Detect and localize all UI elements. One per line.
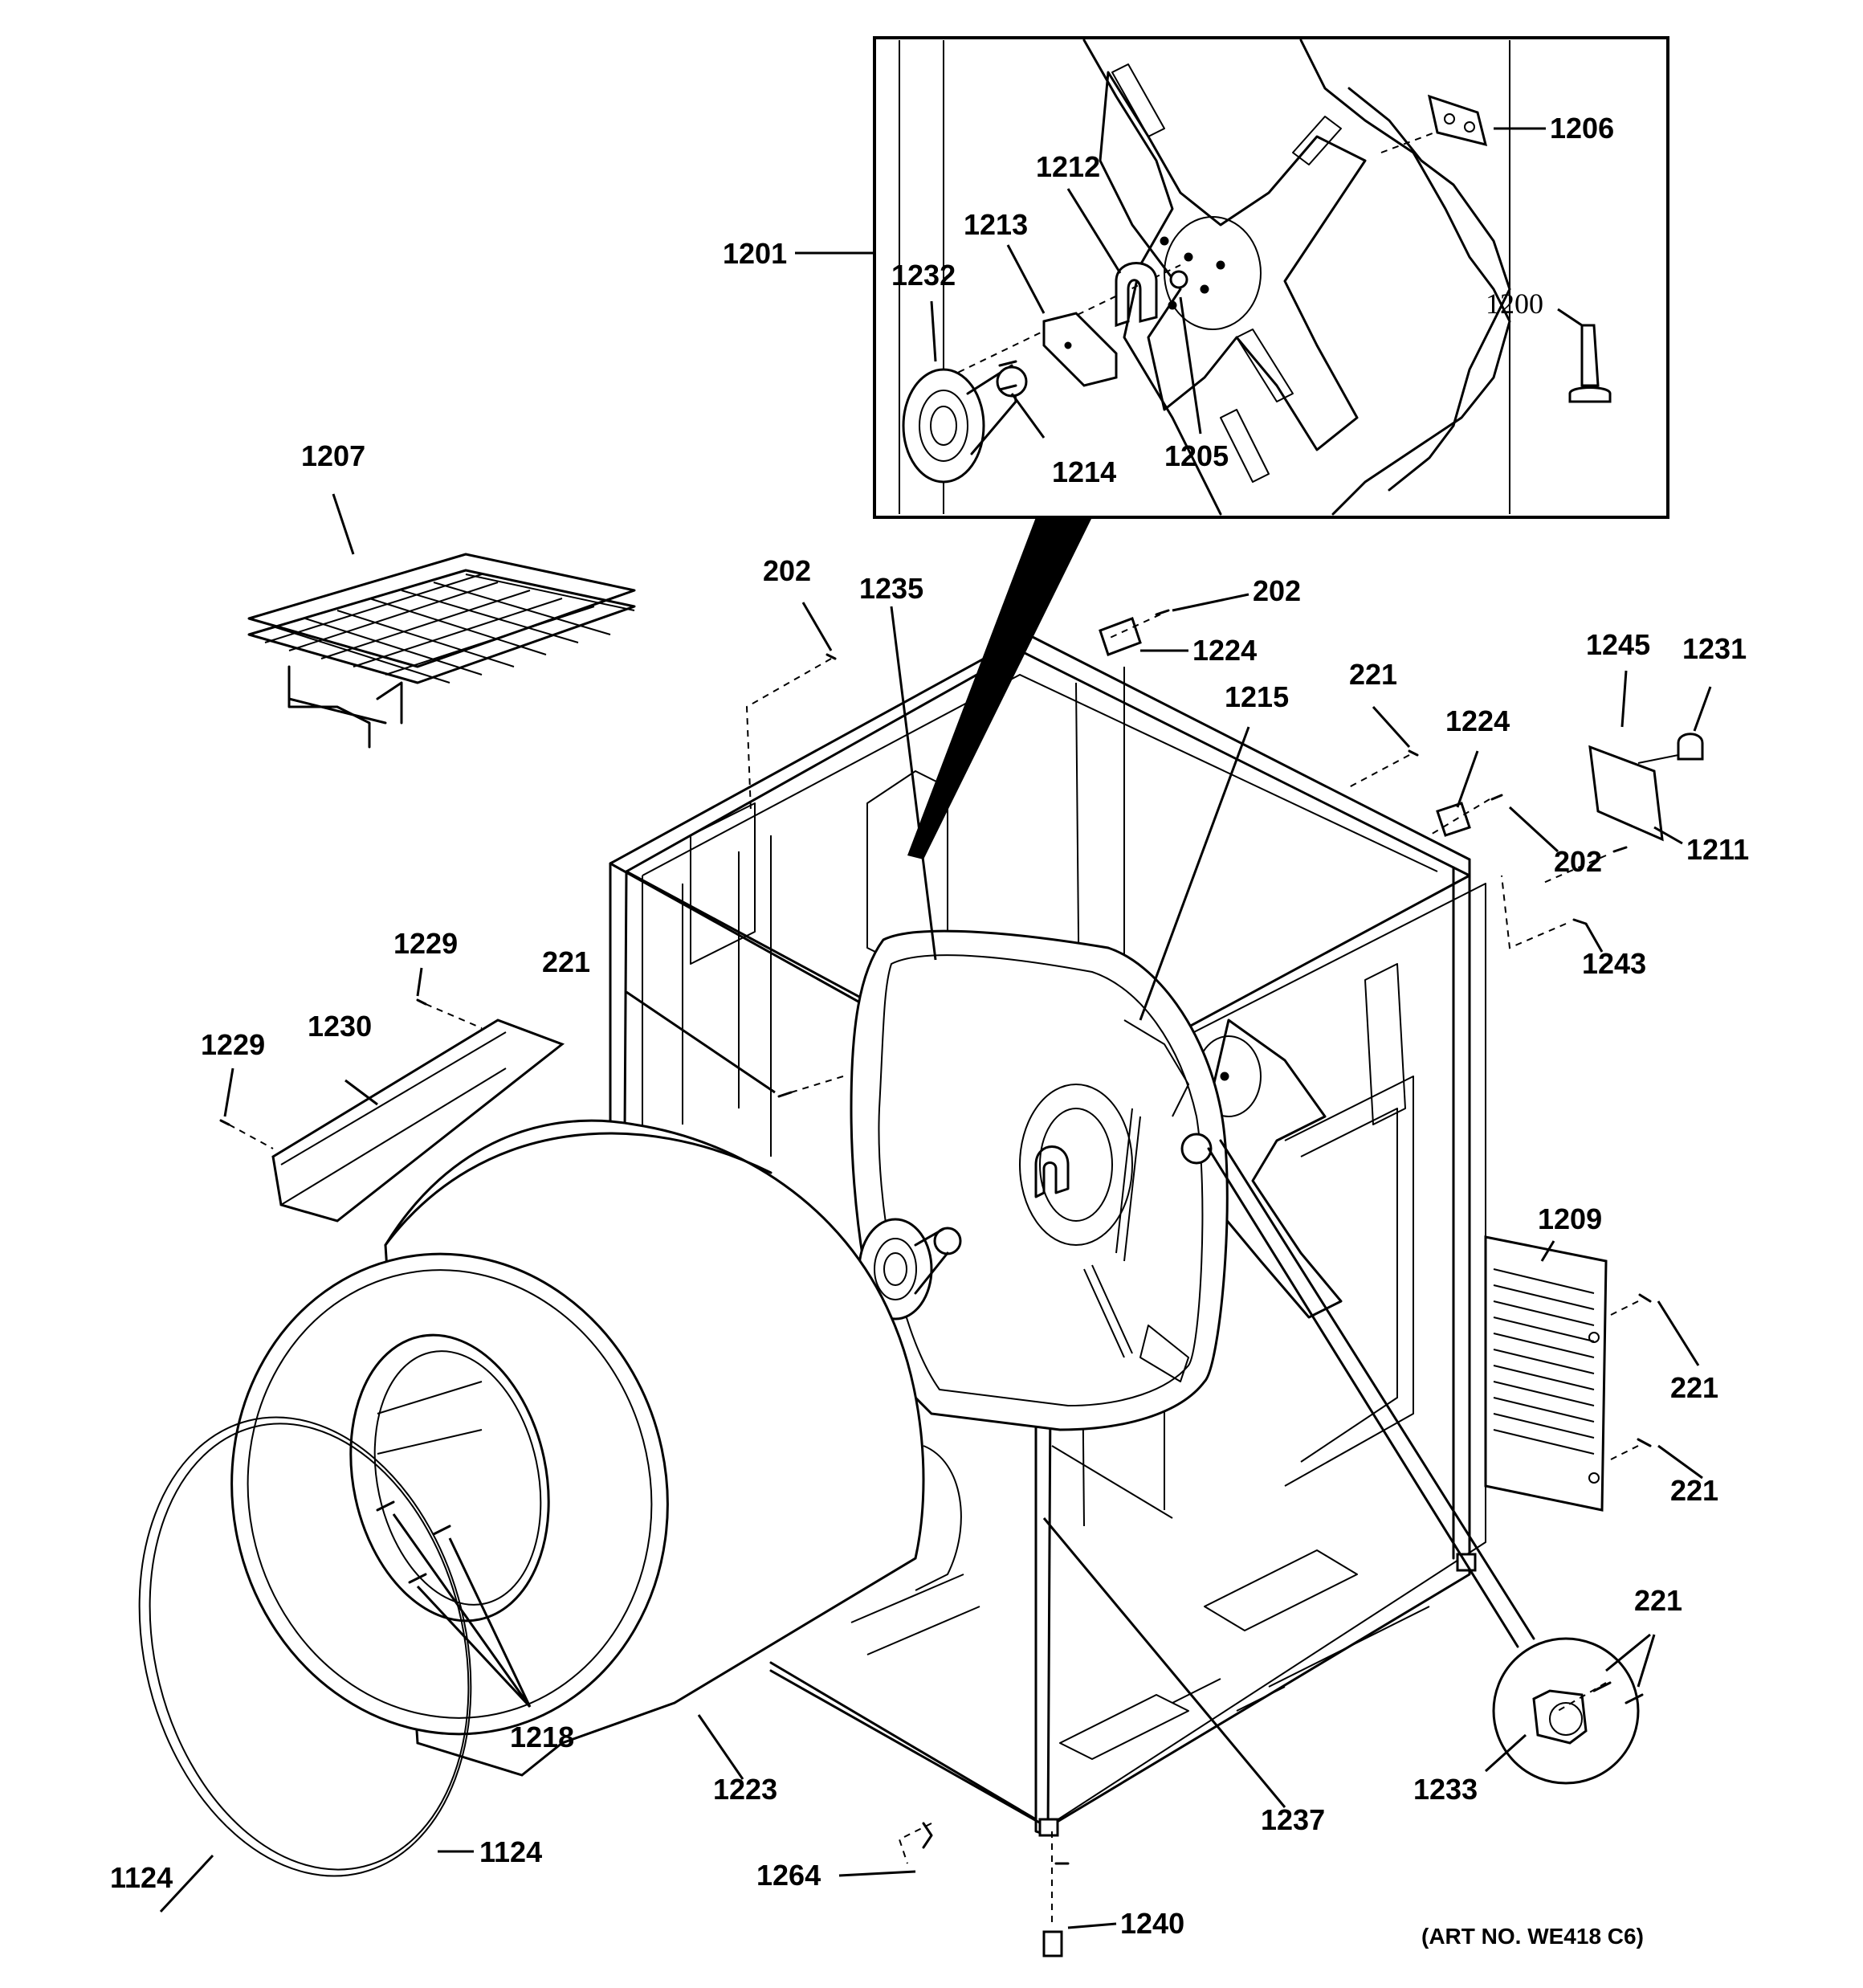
detail-callout-wedge [907,517,1092,859]
label-1231: 1231 [1682,632,1747,665]
art-number: (ART NO. WE418 C6) [1421,1924,1644,1949]
label-1218: 1218 [510,1721,574,1753]
label-202-top: 202 [763,554,811,587]
label-1124-right: 1124 [479,1835,542,1868]
assembly-dash-lines [228,614,1639,1928]
cabinet-bracket-right [1436,802,1471,837]
thermostat-detail-circle [1207,1139,1644,1785]
label-221-vent-upper: 221 [1670,1371,1718,1404]
label-1237: 1237 [1261,1803,1325,1836]
label-1205: 1205 [1164,439,1229,472]
label-221-left: 221 [542,945,590,978]
label-1232: 1232 [891,259,956,292]
label-1212: 1212 [1036,150,1100,183]
cabinet-bracket-top [1099,617,1142,656]
label-1200: 1200 [1486,288,1543,320]
front-trim-part [271,1018,565,1223]
label-221-thermostat: 221 [1634,1584,1682,1617]
label-202-upper: 202 [1253,574,1301,607]
bearing-housing-part [902,364,1028,484]
label-221-vent-lower: 221 [1670,1474,1718,1507]
part-labels: 1201 1206 1212 1213 1232 1200 1214 1205 … [110,112,1749,1949]
label-1213: 1213 [964,208,1028,241]
label-1206: 1206 [1550,112,1614,145]
drum-part [230,1119,962,1777]
label-1201: 1201 [723,237,787,270]
bearing-clip-part [1042,312,1118,387]
label-221-upper: 221 [1349,658,1397,691]
label-1243: 1243 [1582,947,1646,980]
drying-rack-part [247,553,636,749]
label-1214: 1214 [1052,455,1116,488]
label-1230: 1230 [308,1010,372,1043]
label-1264: 1264 [756,1859,821,1892]
label-1224-right: 1224 [1445,704,1510,737]
mounting-bracket-part [1427,94,1488,147]
label-1240: 1240 [1120,1907,1184,1940]
label-1229-lower: 1229 [201,1028,265,1061]
bearing-detail-inset [873,36,1669,519]
label-1207: 1207 [301,439,365,472]
rear-vent-panel-part [1484,1235,1608,1512]
rear-drum-support-part [850,929,1229,1431]
terminal-plate-part [1588,733,1704,842]
label-1223: 1223 [713,1773,777,1806]
label-1233: 1233 [1413,1773,1478,1806]
label-1224-top: 1224 [1192,634,1257,667]
label-1215: 1215 [1225,680,1289,713]
leveling-leg-part [1568,324,1612,403]
label-1211: 1211 [1686,833,1749,866]
label-202-right: 202 [1554,845,1602,878]
label-1124-left: 1124 [110,1861,173,1894]
bearing-retainer-part [1115,262,1158,328]
label-1209: 1209 [1538,1202,1602,1235]
label-1235: 1235 [859,572,923,605]
leader-lines [159,127,1712,1929]
label-1229-upper: 1229 [393,927,458,960]
label-1245: 1245 [1586,628,1650,661]
small-screws [219,609,1652,1957]
